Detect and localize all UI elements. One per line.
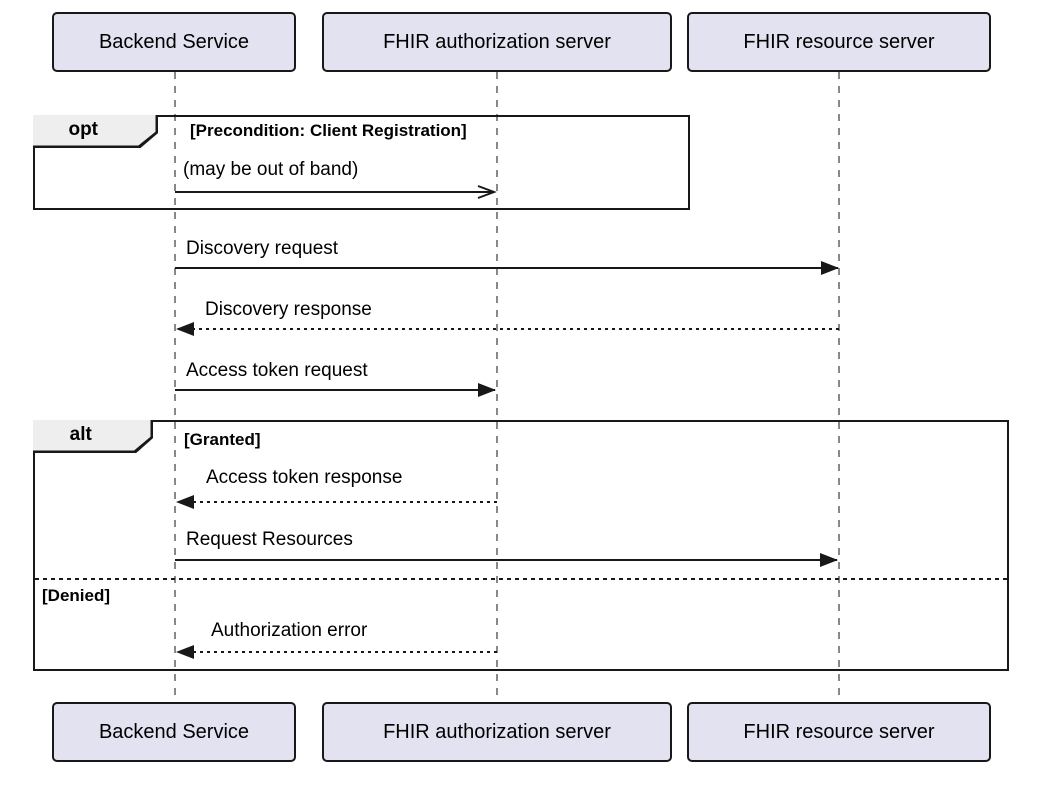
participant-label: FHIR authorization server xyxy=(383,720,611,743)
alt-fragment-tab: alt xyxy=(33,420,153,453)
message-label-authorization-error: Authorization error xyxy=(211,620,368,641)
participant-fhir-resource-server-bottom: FHIR resource server xyxy=(687,702,991,762)
participant-fhir-authorization-server-top: FHIR authorization server xyxy=(322,12,672,72)
participant-label: Backend Service xyxy=(98,720,250,743)
alt-fragment: alt xyxy=(33,420,1009,671)
alt-guard-granted-label: [Granted] xyxy=(184,430,261,449)
message-label-discovery-request: Discovery request xyxy=(186,238,339,259)
opt-fragment-tab: opt xyxy=(33,115,158,148)
alt-operator-label: alt xyxy=(33,420,151,451)
participant-backend-service-top: Backend Service xyxy=(52,12,296,72)
opt-fragment: opt xyxy=(33,115,690,210)
message-label-access-token-request: Access token request xyxy=(186,360,368,381)
participant-backend-service-bottom: Backend Service xyxy=(52,702,296,762)
message-label-request-resources: Request Resources xyxy=(186,529,353,550)
participant-label: FHIR resource server xyxy=(743,30,935,53)
message-label-discovery-response: Discovery response xyxy=(205,299,372,320)
participant-label: FHIR authorization server xyxy=(383,30,611,53)
participant-fhir-authorization-server-bottom: FHIR authorization server xyxy=(322,702,672,762)
participant-label: Backend Service xyxy=(98,30,250,53)
opt-operator-label: opt xyxy=(33,115,156,146)
alt-guard-denied-label: [Denied] xyxy=(42,586,110,605)
message-label-may-be-out-of-band: (may be out of band) xyxy=(183,159,359,180)
participant-label: FHIR resource server xyxy=(743,720,935,743)
participant-fhir-resource-server-top: FHIR resource server xyxy=(687,12,991,72)
opt-guard-label: [Precondition: Client Registration] xyxy=(190,121,467,140)
message-label-access-token-response: Access token response xyxy=(206,467,403,488)
